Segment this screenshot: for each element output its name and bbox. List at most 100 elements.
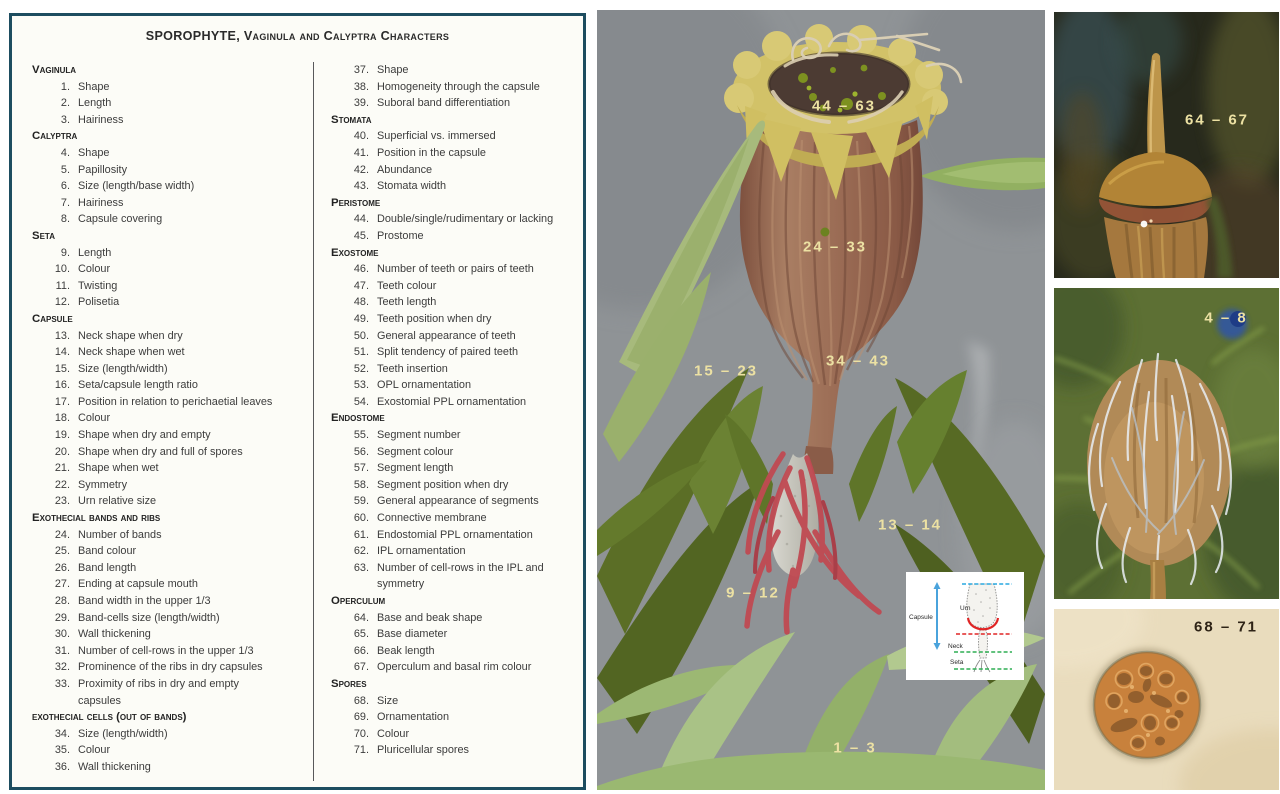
inset-capsule-label: Capsule [909,614,933,621]
capsule-anatomy-diagram: Capsule Urn Neck Seta [909,582,1012,673]
character-item: 4.Shape [32,145,313,162]
item-number: 69. [353,711,369,724]
character-item: 68. Size [331,693,583,710]
inset-neck-label: Neck [948,643,964,650]
section-header: Exostome [331,246,379,259]
character-item: 31.Number of cell-rows in the upper 1/3 [32,643,313,660]
item-label: Superficial vs. immersed [377,130,496,143]
item-number: 34. [54,727,70,740]
item-label: Teeth length [377,296,437,309]
item-label: Size [377,694,399,707]
character-item: 52.Teeth insertion [331,361,583,378]
item-label: Shape [78,80,110,93]
item-label: Neck shape when wet [78,346,185,359]
item-number: 65. [353,628,369,641]
character-item: 23.Urn relative size [32,493,313,510]
character-item: 51.Split tendency of paired teeth [331,344,583,361]
character-item: 47. Teeth colour [331,278,583,295]
region-label-capsule-neck: 13 – 14 [877,516,943,534]
item-label: Hairiness [78,113,124,126]
character-item: 14. Neck shape when wet [32,344,313,361]
item-number: 22. [54,478,70,491]
item-label: Length [78,97,112,110]
calyptra-photo: 4 – 8 [1054,288,1279,599]
item-label: Colour [78,263,111,276]
section-header: Stomata [331,113,372,126]
item-label: Colour [78,412,111,425]
character-item: 7.Hairiness [32,195,313,212]
item-label: Hairiness [78,196,124,209]
character-item: 40. Superficial vs. immersed [331,128,583,145]
item-number: 60. [353,512,369,525]
item-number: 68. [353,694,369,707]
character-item: 45.Prostome [331,228,583,245]
character-item: 70.Colour [331,726,583,743]
item-number: 39. [353,97,369,110]
item-number: 57. [353,462,369,475]
item-number: 62. [353,545,369,558]
character-item: 61.Endostomial PPL ornamentation [331,527,583,544]
item-label: Polisetia [78,296,120,309]
region-label-peristome: 44 – 63 [811,97,877,115]
character-item: 69.Ornamentation [331,709,583,726]
section-header: Peristome [331,196,381,209]
item-label: Operculum and basal rim colour [377,661,532,674]
item-number: 52. [353,362,369,375]
item-label: Shape [78,146,110,159]
character-item: 34.Size (length/width) [32,726,313,743]
item-number: 61. [353,528,369,541]
item-number: 71. [353,744,369,757]
spore-photo: 68 – 71 [1054,609,1279,790]
item-label: Band colour [78,545,137,558]
item-label: Position in relation to perichaetial lea… [78,395,273,408]
sem-sporophyte-figure: 44 – 63 24 – 33 15 – 23 34 – 43 13 – 14 … [597,10,1045,790]
item-label: Length [78,246,112,259]
item-number: 51. [353,346,369,359]
item-number: 53. [353,379,369,392]
item-label: Beak length [377,644,435,657]
character-item: 33.Proximity of ribs in dry and empty ca… [32,676,313,709]
item-number: 9. [60,246,70,259]
item-number: 59. [353,495,369,508]
item-label: Shape when dry and empty [78,429,211,442]
item-number: 38. [353,80,369,93]
character-table-panel: SPOROPHYTE, Vaginula and Calyptra Charac… [9,13,586,790]
character-item: 3. Hairiness [32,112,313,129]
character-item: 29.Band-cells size (length/width) [32,610,313,627]
item-label: Number of cell-rows in the IPL and symme… [377,561,544,591]
item-number: 13. [54,329,70,342]
character-item: 21.Shape when wet [32,460,313,477]
item-label: Prominence of the ribs in dry capsules [78,661,263,674]
item-number: 21. [54,462,70,475]
character-item: 2.Length [32,95,313,112]
item-label: OPL ornamentation [377,379,472,392]
character-item: 19. Shape when dry and empty [32,427,313,444]
item-number: 14. [54,346,70,359]
item-label: Teeth position when dry [377,312,492,325]
item-label: Teeth colour [377,279,437,292]
item-label: Abundance [377,163,433,176]
item-label: Number of cell-rows in the upper 1/3 [78,644,254,657]
calyptra-photo-illustration [1054,288,1279,599]
item-number: 3. [60,113,70,126]
item-number: 47. [353,279,369,292]
item-label: Band length [78,561,137,574]
item-label: Shape [377,64,409,76]
character-item: 16.Seta/capsule length ratio [32,377,313,394]
character-item: 10.Colour [32,261,313,278]
character-item: 58.Segment position when dry [331,477,583,494]
item-label: Wall thickening [78,760,151,773]
section-header: Exothecial bands and ribs [32,512,161,525]
item-number: 49. [353,312,369,325]
character-item: 9. Length [32,245,313,262]
item-label: Exostomial PPL ornamentation [377,395,527,408]
item-label: Twisting [78,279,118,292]
item-label: Colour [78,744,111,757]
character-item: 53. OPL ornamentation [331,377,583,394]
item-label: Prostome [377,229,424,242]
character-item: 65.Base diameter [331,626,583,643]
item-number: 40. [353,130,369,143]
item-number: 19. [54,429,70,442]
character-item: 64.Base and beak shape [331,610,583,627]
item-label: Double/single/rudimentary or lacking [377,213,554,226]
